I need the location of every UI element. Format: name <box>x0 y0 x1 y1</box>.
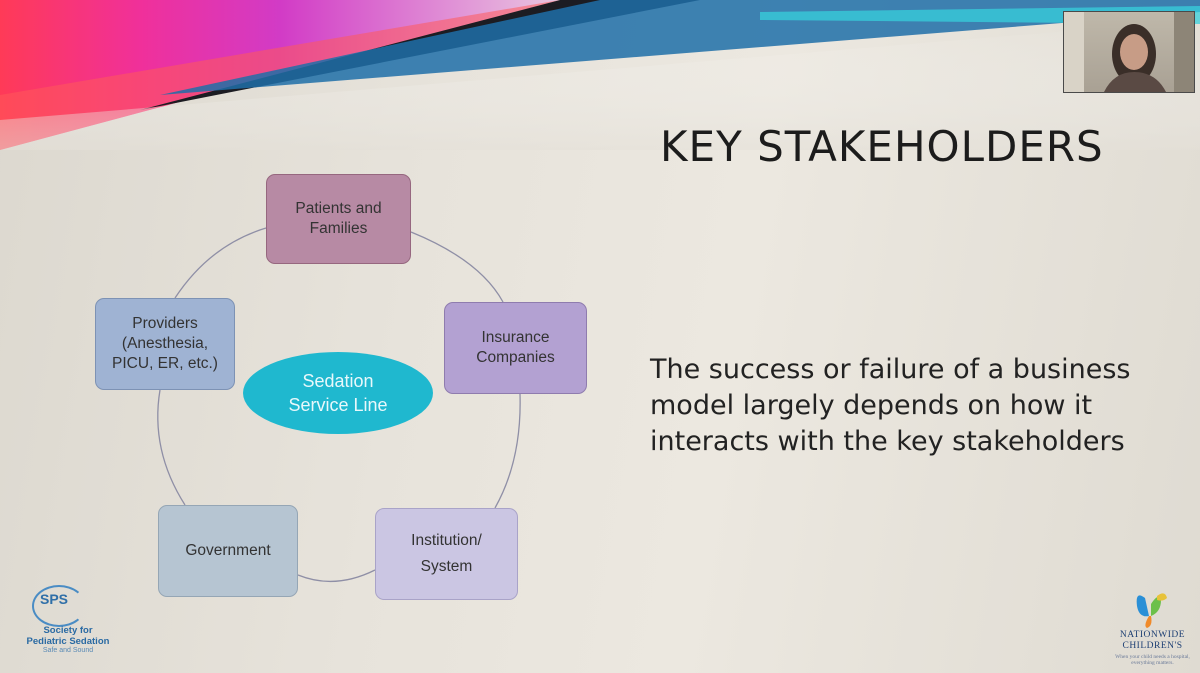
node-label: Institution/ <box>411 532 482 549</box>
sps-swoosh-icon <box>32 585 86 627</box>
node-label: Insurance <box>481 329 550 346</box>
connector-institution-government <box>297 569 376 583</box>
decorative-banner <box>0 0 1200 150</box>
center-sedation-service-line: Sedation Service Line <box>243 352 433 434</box>
slide-title: KEY STAKEHOLDERS <box>660 122 1104 171</box>
body-line: interacts with the key stakeholders <box>650 426 1125 457</box>
node-label: Companies <box>476 349 555 366</box>
body-line: The success or failure of a business <box>650 354 1131 385</box>
sps-name-line: Pediatric Sedation <box>26 636 110 647</box>
sps-organization-name: Society for Pediatric Sedation <box>18 625 118 647</box>
node-label: PICU, ER, etc.) <box>112 355 218 372</box>
connector-insurance-institution <box>494 393 521 509</box>
node-label: Government <box>185 542 271 559</box>
node-label: (Anesthesia, <box>121 335 209 352</box>
slide-body-text: The success or failure of a business mod… <box>650 352 1170 460</box>
node-label: System <box>420 558 473 575</box>
connector-government-providers <box>157 389 186 506</box>
node-institution-system: Institution/ System <box>375 508 518 600</box>
sps-logo: SPS Society for Pediatric Sedation Safe … <box>18 585 118 670</box>
node-label: Providers <box>132 315 198 332</box>
butterfly-icon <box>1136 593 1167 628</box>
nationwide-name: NATIONWIDE CHILDREN'S <box>1105 630 1200 652</box>
participant-video-icon <box>1064 12 1194 92</box>
node-label: Patients and <box>295 200 382 217</box>
sps-name-line: Society for <box>43 625 93 636</box>
node-insurance-companies: Insurance Companies <box>444 302 587 394</box>
connector-patients-insurance <box>410 231 504 303</box>
node-government: Government <box>158 505 298 597</box>
node-patients-and-families: Patients and Families <box>266 174 411 264</box>
connector-providers-patients <box>174 227 267 299</box>
nc-name-line: NATIONWIDE <box>1119 630 1186 640</box>
center-label: Service Line <box>288 395 388 415</box>
center-label: Sedation <box>302 371 374 391</box>
node-label: Families <box>309 220 368 237</box>
sps-abbreviation: SPS <box>40 591 69 607</box>
participant-video-thumbnail[interactable] <box>1063 11 1195 93</box>
body-line: model largely depends on how it <box>650 390 1093 421</box>
node-providers: Providers (Anesthesia, PICU, ER, etc.) <box>95 298 235 390</box>
sps-tagline: Safe and Sound <box>42 647 94 654</box>
nationwide-tagline: When your child needs a hospital, everyt… <box>1115 654 1190 666</box>
nc-name-line: CHILDREN'S <box>1122 641 1183 651</box>
nationwide-childrens-logo: NATIONWIDE CHILDREN'S When your child ne… <box>1105 590 1200 666</box>
